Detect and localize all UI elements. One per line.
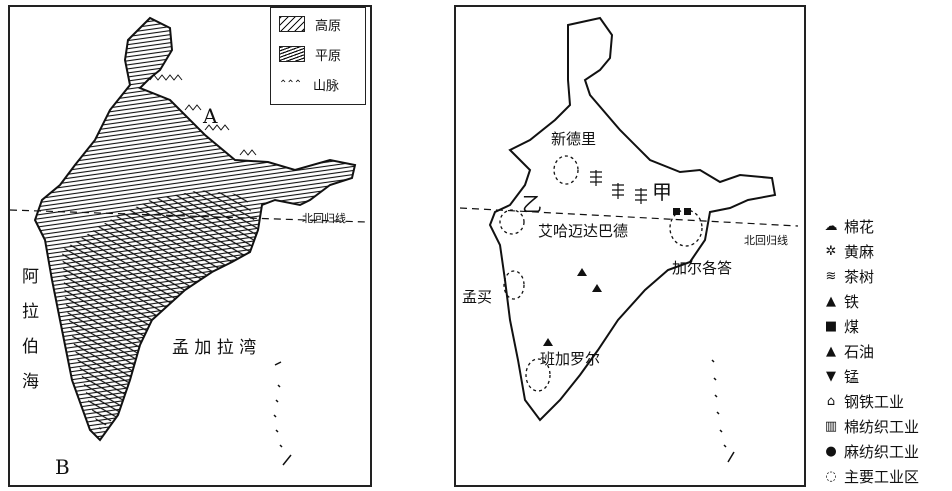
arabian-sea-char-4: 海 bbox=[22, 372, 39, 392]
legend-item-jute: ✲ 黄麻 bbox=[822, 239, 919, 264]
legend-label: 棉花 bbox=[844, 218, 875, 236]
legend-item-manganese: ▼锰 bbox=[822, 364, 919, 389]
legend-item-steel: ⌂ 钢铁工业 bbox=[822, 389, 919, 414]
legend-plateau: 高原 bbox=[279, 14, 341, 34]
legend-item-oil: ▲ 石油 bbox=[822, 339, 919, 364]
label-b: B bbox=[55, 455, 70, 479]
legend-label: 黄麻 bbox=[844, 243, 875, 261]
legend-label: 麻纺织工业 bbox=[844, 443, 920, 461]
coal-markers bbox=[673, 208, 691, 215]
jute-icon: ✲ bbox=[825, 244, 837, 259]
city-bangalore: 班加罗尔 bbox=[540, 350, 601, 368]
bay-of-bengal-label: 孟 加 拉 湾 bbox=[172, 338, 257, 358]
iron-markers bbox=[543, 268, 602, 346]
legend-item-jute-textile: ● 麻纺织工业 bbox=[822, 439, 919, 464]
coal-icon: ■ bbox=[824, 319, 838, 334]
right-map-frame bbox=[454, 5, 806, 487]
industrial-zone-mumbai bbox=[503, 270, 525, 300]
legend-mountain: ⌃⌃⌃ 山脉 bbox=[279, 74, 339, 94]
mountain-symbol-icon: ⌃⌃⌃ bbox=[279, 78, 302, 90]
oil-icon: ▲ bbox=[826, 344, 836, 359]
resource-legend: ☁棉花 ✲黄麻 ≋茶树 ▲铁 ■煤 ▲石油 ▼锰 ⌂钢铁工业 ▥棉纺织工业 ●麻… bbox=[822, 214, 920, 489]
legend-item-cotton: ☁ 棉花 bbox=[822, 214, 919, 239]
tropic-line-right bbox=[459, 207, 799, 227]
city-delhi: 新德里 bbox=[551, 130, 597, 148]
arabian-sea-char-3: 伯 bbox=[22, 337, 39, 357]
himalaya-mountains bbox=[149, 74, 257, 156]
plateau-hatch-icon bbox=[279, 16, 305, 32]
legend-label: 棉纺织工业 bbox=[844, 418, 920, 436]
industrial-zone-delhi bbox=[553, 155, 579, 185]
plain-hatch-icon bbox=[279, 46, 305, 62]
legend-label: 铁 bbox=[844, 293, 860, 311]
legend-label: 煤 bbox=[844, 318, 860, 336]
manganese-icon: ▼ bbox=[826, 369, 836, 384]
legend-label: 主要工业区 bbox=[844, 468, 920, 486]
cotton-icon: ☁ bbox=[824, 219, 838, 234]
city-kolkata: 加尔各答 bbox=[672, 259, 733, 277]
legend-item-tea: ≋ 茶树 bbox=[822, 264, 919, 289]
arabian-sea-char-1: 阿 bbox=[22, 267, 39, 287]
legend-label: 山脉 bbox=[313, 78, 340, 94]
industrial-zone-ahmedabad bbox=[499, 209, 525, 235]
legend-label: 石油 bbox=[844, 343, 875, 361]
tropic-label-right: 北回归线 bbox=[744, 234, 788, 247]
tea-icon: ≋ bbox=[825, 269, 837, 284]
tropic-label-left: 北回归线 bbox=[302, 212, 346, 225]
andaman-islands-right bbox=[711, 359, 735, 463]
industrial-zone-bangalore bbox=[525, 358, 551, 392]
jute-textile-icon: ● bbox=[825, 444, 837, 459]
tea-markers bbox=[590, 170, 647, 204]
legend-label: 锰 bbox=[844, 368, 860, 386]
steel-industry-icon: ⌂ bbox=[826, 394, 836, 409]
cotton-textile-icon: ▥ bbox=[824, 419, 838, 434]
label-jia: 甲 bbox=[652, 180, 672, 204]
deccan-plateau bbox=[62, 190, 258, 430]
city-ahmedabad: 艾哈迈达巴德 bbox=[538, 222, 629, 240]
legend-item-iron: ▲铁 bbox=[822, 289, 919, 314]
label-yi: 乙 bbox=[522, 192, 542, 216]
arabian-sea-char-2: 拉 bbox=[22, 302, 39, 322]
legend-item-cotton-textile: ▥ 棉纺织工业 bbox=[822, 414, 919, 439]
terrain-legend: 高原 平原 ⌃⌃⌃ 山脉 bbox=[270, 7, 366, 105]
label-a: A bbox=[203, 104, 218, 128]
andaman-islands-left bbox=[273, 361, 292, 466]
legend-label: 茶树 bbox=[844, 268, 875, 286]
legend-item-coal: ■煤 bbox=[822, 314, 919, 339]
india-outline-right bbox=[488, 16, 777, 422]
city-mumbai: 孟买 bbox=[462, 288, 493, 306]
legend-item-industrial-zone: ◌ 主要工业区 bbox=[822, 464, 919, 489]
legend-plain: 平原 bbox=[279, 44, 341, 64]
industrial-zone-icon: ◌ bbox=[825, 469, 837, 484]
legend-label: 平原 bbox=[315, 48, 342, 64]
iron-icon: ▲ bbox=[826, 294, 836, 309]
legend-label: 钢铁工业 bbox=[844, 393, 905, 411]
legend-label: 高原 bbox=[315, 18, 342, 34]
